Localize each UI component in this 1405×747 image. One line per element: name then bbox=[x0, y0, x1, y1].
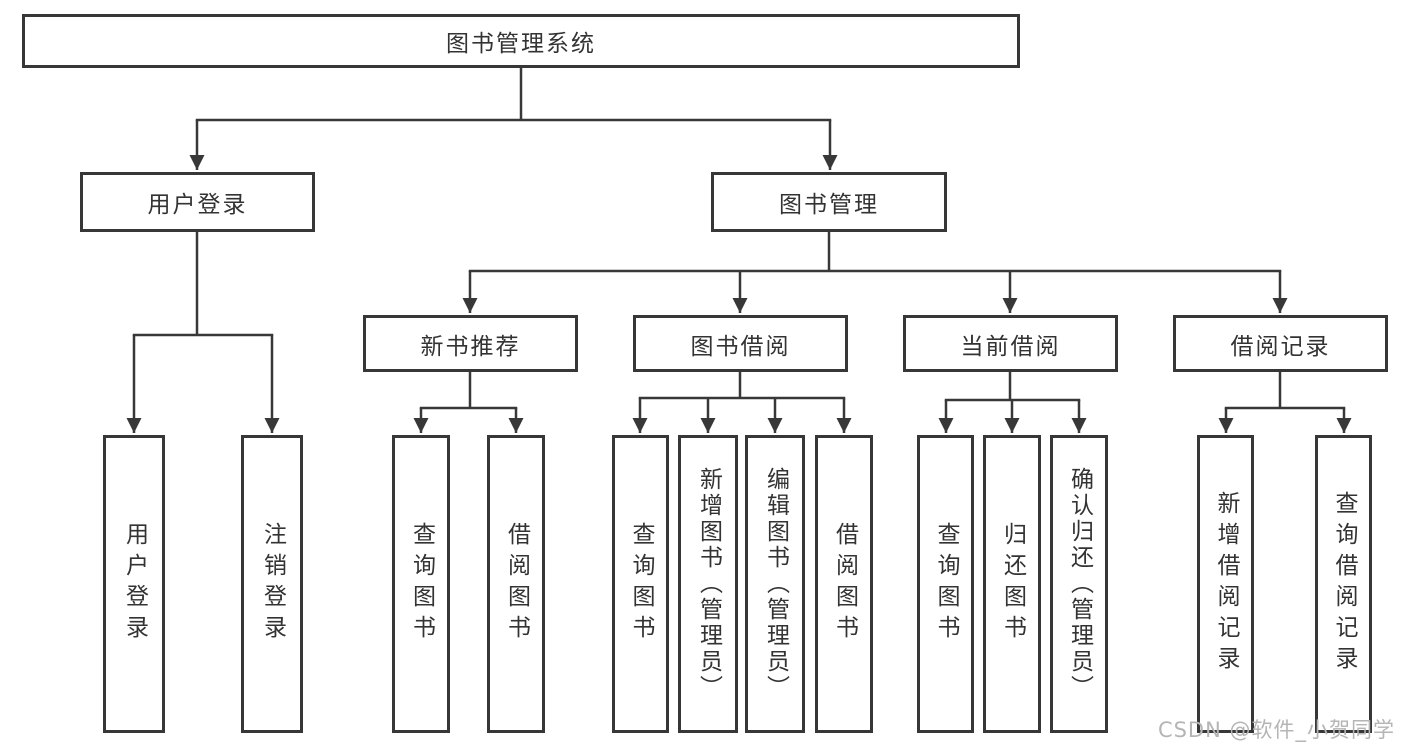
leaf-label: 确认归还（管理员） bbox=[1066, 467, 1093, 701]
leaf-label: 用户登录 bbox=[121, 522, 148, 646]
node-borrowing-records: 借阅记录 bbox=[1173, 315, 1388, 372]
node-label: 新书推荐 bbox=[420, 333, 521, 360]
leaf-user-login: 用户登录 bbox=[103, 435, 165, 733]
leaf-label: 查询图书 bbox=[408, 522, 435, 646]
leaf-logout-login: 注销登录 bbox=[241, 435, 303, 733]
node-label: 借阅记录 bbox=[1230, 333, 1331, 360]
leaf-label: 查询借阅记录 bbox=[1331, 491, 1357, 677]
node-new-book-recommend: 新书推荐 bbox=[363, 315, 578, 372]
leaf-label: 借阅图书 bbox=[831, 522, 858, 646]
leaf-label: 新增图书（管理员） bbox=[695, 467, 722, 701]
leaf-add-borrow-record: 新增借阅记录 bbox=[1197, 435, 1254, 733]
leaf-query-books-2: 查询图书 bbox=[612, 435, 669, 733]
leaf-query-books-1: 查询图书 bbox=[392, 435, 450, 733]
leaf-borrow-books-2: 借阅图书 bbox=[815, 435, 873, 733]
node-label: 当前借阅 bbox=[960, 333, 1061, 360]
leaf-add-books-admin: 新增图书（管理员） bbox=[678, 435, 738, 733]
node-label: 图书管理 bbox=[779, 192, 879, 218]
node-book-management: 图书管理 bbox=[711, 172, 947, 232]
leaf-label: 查询图书 bbox=[933, 522, 959, 646]
leaf-label: 注销登录 bbox=[259, 522, 286, 646]
node-label: 图书借阅 bbox=[690, 333, 791, 360]
leaf-query-books-3: 查询图书 bbox=[917, 435, 974, 733]
node-current-borrowing: 当前借阅 bbox=[903, 315, 1118, 372]
leaf-return-books: 归还图书 bbox=[983, 435, 1041, 733]
leaf-edit-books-admin: 编辑图书（管理员） bbox=[745, 435, 805, 733]
node-book-borrowing: 图书借阅 bbox=[633, 315, 848, 372]
node-label: 图书管理系统 bbox=[446, 31, 596, 57]
node-library-management-system: 图书管理系统 bbox=[22, 14, 1020, 68]
node-label: 用户登录 bbox=[147, 192, 248, 218]
leaf-label: 查询图书 bbox=[628, 522, 654, 646]
leaf-confirm-return-admin: 确认归还（管理员） bbox=[1050, 435, 1108, 733]
leaf-query-borrow-record: 查询借阅记录 bbox=[1315, 435, 1372, 733]
leaf-label: 借阅图书 bbox=[503, 522, 530, 646]
leaf-label: 编辑图书（管理员） bbox=[762, 467, 789, 701]
csdn-watermark: CSDN @软件_小贺同学 bbox=[1157, 718, 1395, 742]
leaf-borrow-books-1: 借阅图书 bbox=[487, 435, 545, 733]
leaf-label: 归还图书 bbox=[999, 522, 1026, 646]
node-user-login: 用户登录 bbox=[80, 172, 315, 232]
leaf-label: 新增借阅记录 bbox=[1213, 491, 1239, 677]
